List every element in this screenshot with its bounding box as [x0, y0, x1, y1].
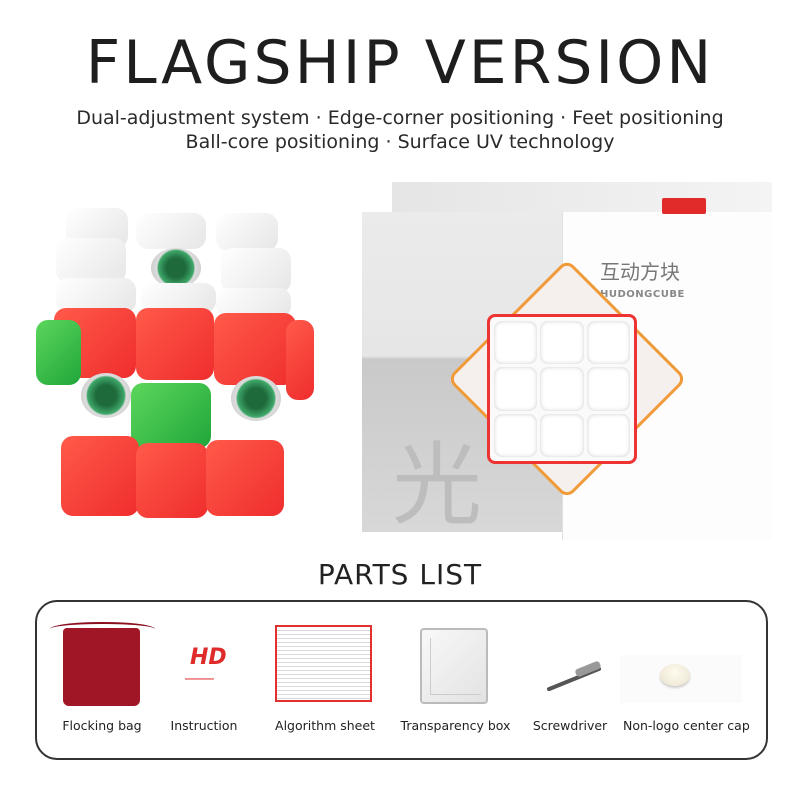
part-label-transparency-box: Transparency box — [400, 718, 511, 733]
features-line-1: Dual-adjustment system · Edge-corner pos… — [76, 107, 724, 129]
features-line-2: Ball-core positioning · Surface UV techn… — [185, 131, 615, 153]
parts-list-title: PARTS LIST — [317, 558, 483, 591]
algorithm-sheet-image — [275, 625, 372, 702]
part-label-center-cap: Non-logo center cap — [623, 718, 750, 733]
flocking-bag-image — [63, 628, 140, 706]
bag-drawstring — [50, 622, 155, 636]
cube-image — [36, 208, 314, 518]
instruction-caption-line: ━━━━━━━━ — [185, 676, 214, 683]
box-cube-face — [487, 314, 637, 464]
part-label-instruction: Instruction — [170, 718, 238, 733]
package-box-image: 互动方块 HUDONGCUBE 光 — [362, 182, 780, 540]
part-label-algorithm-sheet: Algorithm sheet — [275, 718, 375, 733]
brand-logo — [662, 198, 706, 214]
part-label-flocking-bag: Flocking bag — [62, 718, 142, 733]
brand-name-en: HUDONGCUBE — [600, 289, 685, 300]
page-title: FLAGSHIP VERSION — [85, 28, 715, 98]
part-label-screwdriver: Screwdriver — [532, 718, 608, 733]
brand-name-cn: 互动方块 — [600, 260, 680, 284]
parts-list-panel — [35, 600, 768, 760]
center-cap-image — [660, 664, 690, 686]
instruction-logo: HD — [190, 645, 227, 670]
transparency-box-image — [420, 628, 488, 704]
package-kanji: 光 — [392, 433, 482, 538]
